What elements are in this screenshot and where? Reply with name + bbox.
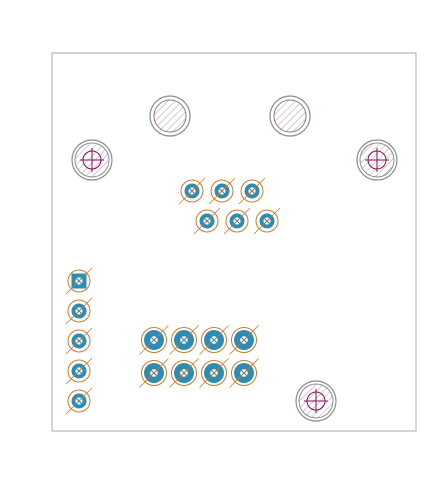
round-pad-icon bbox=[199, 358, 229, 388]
round-pad-icon bbox=[169, 358, 199, 388]
crosshair-hatched-circle-icon bbox=[295, 380, 337, 422]
mounting-holes-layer bbox=[71, 95, 398, 422]
square-pad-icon bbox=[65, 267, 93, 295]
round-pad-icon bbox=[223, 207, 251, 235]
pads-layer bbox=[65, 177, 281, 415]
round-pad-icon bbox=[208, 177, 236, 205]
round-pad-icon bbox=[253, 207, 281, 235]
round-pad-icon bbox=[139, 358, 169, 388]
round-pad-icon bbox=[65, 387, 93, 415]
round-pad-icon bbox=[139, 325, 169, 355]
hatched-circle-icon bbox=[149, 95, 191, 137]
round-pad-icon bbox=[229, 358, 259, 388]
round-pad-icon bbox=[193, 207, 221, 235]
round-pad-icon bbox=[199, 325, 229, 355]
round-pad-icon bbox=[65, 297, 93, 325]
round-pad-icon bbox=[65, 357, 93, 385]
board-outline bbox=[51, 52, 417, 432]
round-pad-icon bbox=[178, 177, 206, 205]
round-pad-icon bbox=[169, 325, 199, 355]
crosshair-hatched-circle-icon bbox=[71, 139, 113, 181]
round-pad-icon bbox=[238, 177, 266, 205]
hatched-circle-icon bbox=[269, 95, 311, 137]
round-pad-icon bbox=[65, 327, 93, 355]
crosshair-hatched-circle-icon bbox=[356, 139, 398, 181]
round-pad-icon bbox=[229, 325, 259, 355]
